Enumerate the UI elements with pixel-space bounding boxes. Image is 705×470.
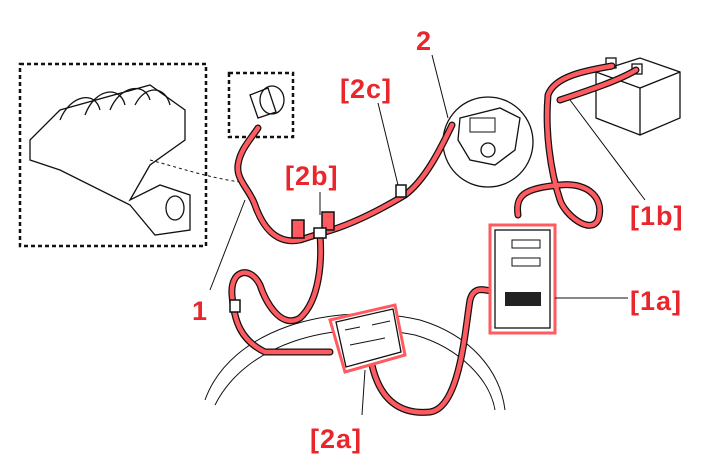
tester-1a [488, 223, 557, 335]
label-1b: [1b] [630, 201, 684, 231]
label-2c: [2c] [340, 74, 392, 104]
connectors [229, 184, 407, 313]
leader-lines [209, 54, 646, 416]
flow-sensor-2a [328, 303, 407, 374]
label-1a: [1a] [630, 286, 682, 316]
hoses [228, 62, 640, 416]
label-2a: [2a] [310, 424, 362, 454]
label-1: 1 [192, 296, 208, 326]
valve-inset [227, 71, 295, 139]
pump-assembly [442, 96, 534, 188]
label-2: 2 [416, 26, 432, 56]
label-2b: [2b] [285, 161, 339, 191]
intake-manifold-inset [18, 62, 241, 248]
battery [595, 57, 681, 136]
